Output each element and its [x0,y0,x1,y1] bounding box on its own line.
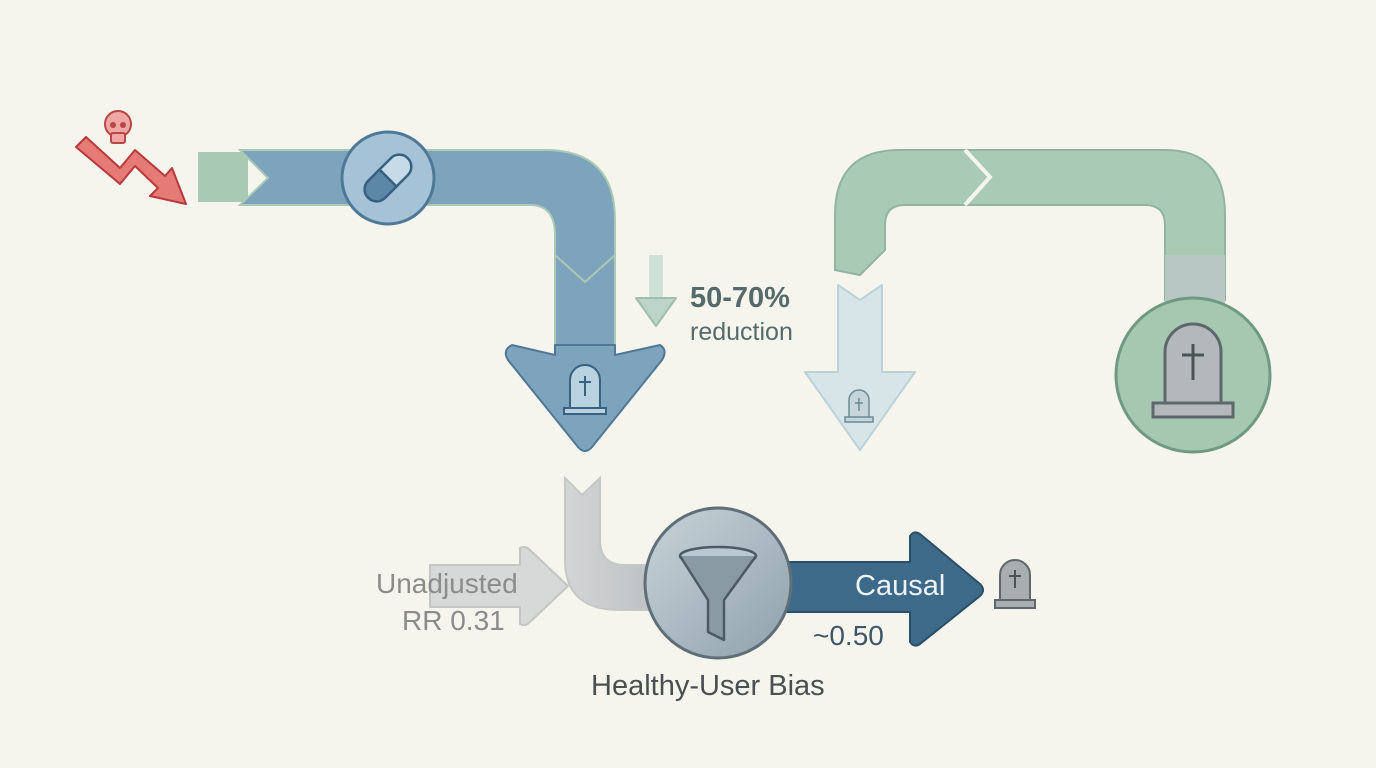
declining-arrow-icon [75,136,187,205]
comparison-flow-arrow [834,148,1226,305]
reduction-percent-label: 50-70% [690,282,790,314]
tombstone-circle [1114,296,1272,454]
reduction-label: reduction [690,318,793,346]
healthy-user-bias-label: Healthy-User Bias [591,670,825,702]
unadjusted-flow [429,475,661,627]
unadjusted-label: Unadjusted [376,568,518,599]
causal-label: Causal [855,570,946,602]
causal-arrow [779,531,984,647]
tombstone-icon [994,559,1036,609]
pill-icon[interactable] [340,130,436,226]
faded-down-arrow [804,284,916,451]
causal-value-label: ~0.50 [813,620,884,651]
tombstone-icon [844,389,874,423]
skull-icon [104,110,132,144]
funnel-icon[interactable] [643,506,793,660]
small-down-arrow [635,255,677,327]
tombstone-icon [563,364,607,415]
unadjusted-rr-label: RR 0.31 [402,605,505,636]
